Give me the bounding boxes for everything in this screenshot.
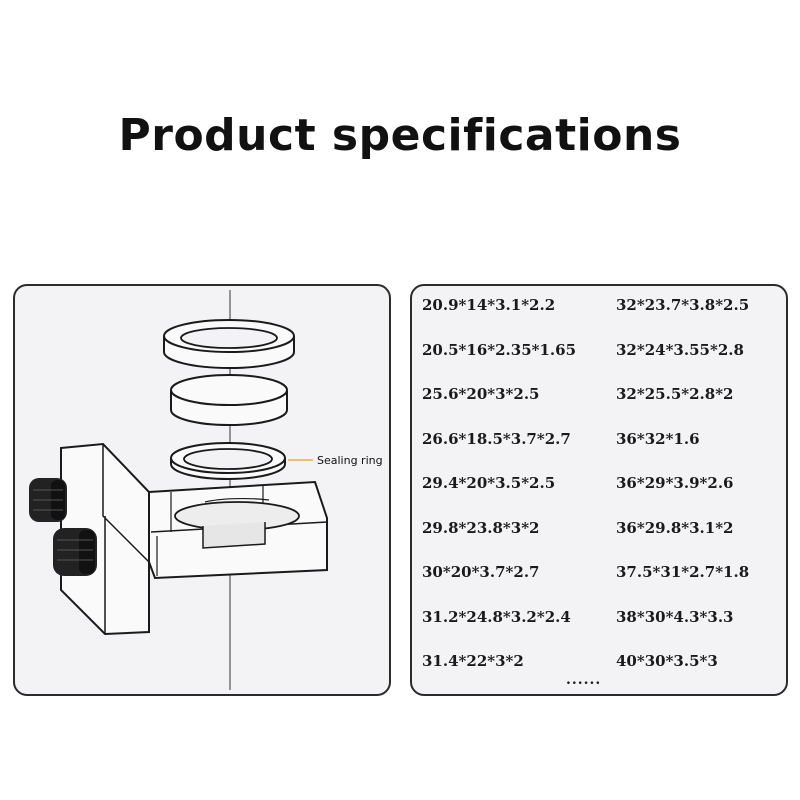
spec-item: 29.8*23.8*3*2 — [422, 518, 540, 537]
spec-item: 36*29.8*3.1*2 — [616, 518, 734, 537]
more-items-ellipsis: ...... — [566, 672, 602, 688]
spec-item: 32*25.5*2.8*2 — [616, 385, 734, 403]
page-title: Product specifications — [118, 110, 682, 161]
base-block-part — [148, 480, 328, 580]
spec-item: 30*20*3.7*2.7 — [422, 563, 540, 581]
spec-item: 31.4*22*3*2 — [422, 652, 524, 670]
spec-item: 20.5*16*2.35*1.65 — [422, 340, 577, 359]
middle-disc-part — [170, 374, 288, 426]
spec-item: 36*32*1.6 — [616, 429, 700, 448]
spec-item: 29.4*20*3.5*2.5 — [422, 474, 556, 492]
top-ring-part — [163, 319, 295, 369]
spec-item: 40*30*3.5*3 — [616, 652, 718, 670]
spec-item: 37.5*31*2.7*1.8 — [616, 563, 750, 581]
spec-item: 20.9*14*3.1*2.2 — [422, 296, 556, 314]
exploded-assembly-diagram: Sealing ring — [29, 290, 383, 690]
knob-part-lower — [53, 528, 97, 576]
spec-item: 38*30*4.3*3.3 — [616, 607, 734, 626]
diagram-panel: Sealing ring — [13, 284, 391, 696]
spec-list: 20.9*14*3.1*2.2 32*23.7*3.8*2.5 20.5*16*… — [422, 296, 786, 697]
sealing-ring-part — [170, 442, 286, 480]
spec-item: 31.2*24.8*3.2*2.4 — [422, 607, 571, 626]
sealing-ring-label: Sealing ring — [317, 454, 383, 467]
spec-item: 26.6*18.5*3.7*2.7 — [422, 429, 571, 448]
specifications-panel: 20.9*14*3.1*2.2 32*23.7*3.8*2.5 20.5*16*… — [410, 284, 788, 696]
mounting-plate-part — [60, 442, 150, 636]
spec-item: 36*29*3.9*2.6 — [616, 474, 734, 492]
knob-part-upper — [29, 478, 67, 522]
spec-item: 32*23.7*3.8*2.5 — [616, 296, 750, 314]
spec-item: 32*24*3.55*2.8 — [616, 340, 744, 359]
spec-item: 25.6*20*3*2.5 — [422, 385, 540, 403]
